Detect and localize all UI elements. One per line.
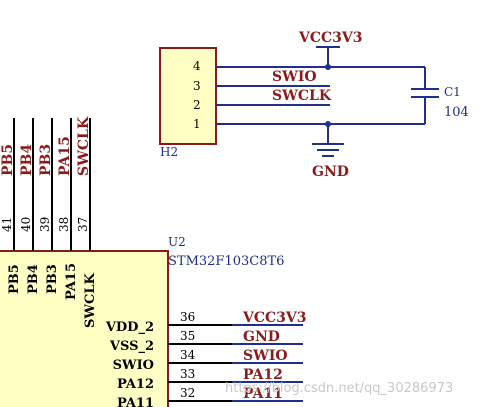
u2-pinname-vss2: VSS_2 — [109, 339, 154, 354]
u2-body — [0, 250, 169, 407]
u2-pin-36-number: 36 — [180, 310, 195, 324]
h2-pin-3-number: 3 — [193, 79, 201, 93]
u2-ref: U2 — [168, 235, 186, 249]
net-gnd-top: GND — [312, 164, 349, 180]
u2-pinname-swio: SWIO — [113, 358, 154, 373]
u2-net-pb5: PB5 — [0, 144, 16, 176]
u2-pin-38-number: 38 — [57, 217, 71, 232]
net-swio-top: SWIO — [272, 69, 317, 85]
u2-net-pb3: PB3 — [38, 144, 54, 176]
u2-pin-41-number: 41 — [0, 217, 14, 232]
u2-net-vcc3v3: VCC3V3 — [242, 310, 307, 326]
u2-pinname-pa12: PA12 — [117, 377, 154, 392]
u2-pinname-pb3: PB3 — [45, 264, 60, 294]
u2-pinname-vdd2: VDD_2 — [105, 320, 154, 335]
header-h2-ref: H2 — [160, 145, 178, 159]
u2-net-pb4: PB4 — [19, 144, 35, 176]
u2-pin-35-number: 35 — [180, 329, 195, 343]
u2-net-swio: SWIO — [243, 348, 288, 364]
h2-pin-4-number: 4 — [193, 59, 201, 73]
u2-net-pa11: PA11 — [243, 386, 283, 402]
u2-pin-37-number: 37 — [76, 217, 90, 232]
capacitor-c1-value: 104 — [444, 105, 469, 120]
u2-pin-39-number: 39 — [38, 217, 52, 232]
u2-pin-33-number: 33 — [180, 367, 195, 381]
net-swclk-top: SWCLK — [272, 88, 332, 104]
header-h2-body — [159, 47, 217, 145]
u2-pin-34-number: 34 — [180, 348, 196, 362]
u2-net-gnd: GND — [243, 329, 280, 345]
u2-net-pa15: PA15 — [57, 136, 73, 176]
net-vcc3v3-top: VCC3V3 — [298, 30, 363, 46]
u2-pinname-pa15: PA15 — [64, 263, 79, 300]
u2-pinname-swclk: SWCLK — [83, 273, 98, 328]
u2-pin-40-number: 40 — [19, 217, 33, 232]
u2-pinname-pb5: PB5 — [7, 264, 22, 294]
h2-pin-1-number: 1 — [193, 117, 201, 131]
h2-pin-2-number: 2 — [193, 98, 201, 112]
u2-pinname-pb4: PB4 — [26, 264, 41, 294]
u2-pin-32-number: 32 — [180, 386, 195, 400]
u2-net-pa12: PA12 — [243, 367, 283, 383]
u2-part-number: STM32F103C8T6 — [168, 254, 284, 269]
capacitor-c1-ref: C1 — [444, 85, 461, 99]
u2-pinname-pa11: PA11 — [117, 396, 154, 407]
u2-net-swclk: SWCLK — [76, 116, 92, 176]
watermark-text: https://blog.csdn.net/qq_30286973 — [225, 381, 453, 396]
